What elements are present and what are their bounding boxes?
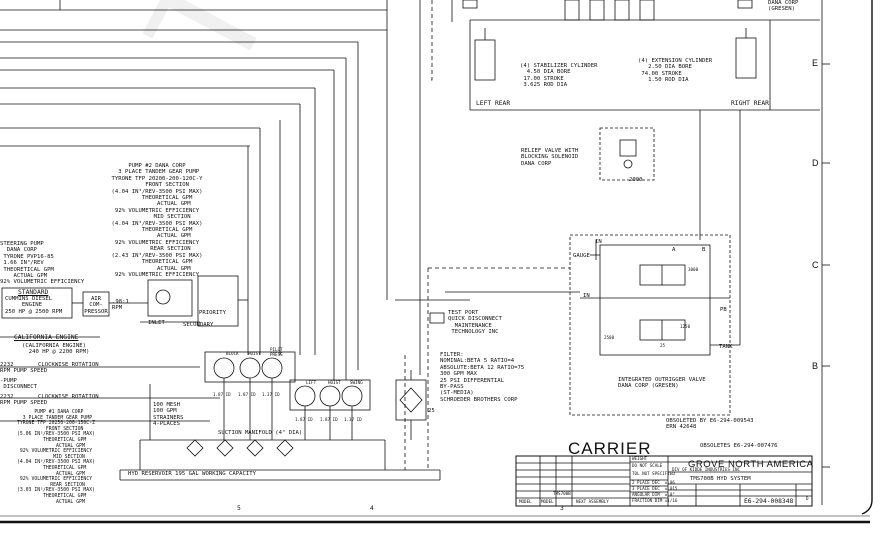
pump2-section-label: BLOCK bbox=[226, 351, 239, 356]
label-inlet: INLET bbox=[148, 320, 165, 326]
title-rev-col: MODEL bbox=[519, 499, 532, 504]
pump1-section-label: LIFT bbox=[306, 380, 317, 385]
label-rpm-pump-speed-1: 2232 RPM PUMP SPEED bbox=[0, 362, 48, 375]
label-right-rear: RIGHT REAR bbox=[731, 100, 769, 107]
border-letter: C bbox=[812, 260, 819, 270]
title-drawing-title: TMS700B HYD SYSTEM bbox=[690, 476, 751, 482]
border-letter: D bbox=[812, 158, 819, 168]
label-valve-pressure-1: 3000 bbox=[688, 267, 699, 272]
label-california-engine: (CALIFORNIA ENGINE) 240 HP @ 2200 RPM) bbox=[22, 343, 90, 356]
label-standard: STANDARD bbox=[18, 289, 49, 296]
border-letter: B bbox=[812, 361, 819, 371]
label-priority: PRIORITY bbox=[199, 310, 226, 316]
label-port-in-2: IN bbox=[583, 293, 590, 299]
label-filter-bypass: 25 bbox=[428, 408, 435, 414]
title-size: D bbox=[806, 496, 809, 501]
label-left-rear: LEFT REAR bbox=[476, 100, 511, 107]
label-air-compressor: AIR COM- PRESSOR bbox=[84, 296, 108, 315]
label-valve-pressure-3: 1250 bbox=[680, 324, 691, 329]
label-relief-pressure: 2000 bbox=[629, 177, 643, 183]
label-port-b: B bbox=[702, 247, 706, 253]
label-hyd-reservoir: HYD RESERVOIR 195 GAL WORKING CAPACITY bbox=[128, 471, 256, 477]
title-company: GROVE NORTH AMERICA bbox=[688, 459, 814, 470]
label-strainers: 100 MESH 100 GPM STRAINERS 4-PLACES bbox=[153, 402, 184, 428]
label-clockwise-rotation-1: CLOCKWISE ROTATION bbox=[38, 362, 99, 368]
label-california-engine-title: CALIFORNIA ENGINE bbox=[14, 334, 79, 341]
label-pump1: PUMP #1 DANA CORP 3 PLACE TANDEM GEAR PU… bbox=[17, 410, 95, 505]
label-rpm-ratio: .98:1 RPM bbox=[112, 299, 129, 312]
label-port-a: A bbox=[672, 247, 676, 253]
label-filter: FILTER: NOMINAL:BETA 5 RATIO=4 ABSOLUTE:… bbox=[440, 352, 525, 403]
border-number: 5 bbox=[237, 505, 241, 512]
label-valve-pressure-4: 25 bbox=[660, 343, 666, 348]
label-dana-corp-top: DANA CORP bbox=[768, 0, 799, 6]
label-stabilizer-cylinder: (4) STABILIZER CYLINDER 4.50 DIA BORE 17… bbox=[520, 63, 598, 89]
label-tank: TANK bbox=[719, 344, 733, 350]
label-steering-pump: STEERING PUMP DANA CORP TYRONE PVP16-85 … bbox=[0, 241, 85, 286]
label-relief-valve: RELIEF VALVE WITH BLOCKING SOLENOID DANA… bbox=[521, 148, 579, 167]
label-test-port: TEST PORT QUICK DISCONNECT MAINTENANCE T… bbox=[448, 310, 502, 336]
label-pump2: PUMP #2 DANA CORP 3 PLACE TANDEM GEAR PU… bbox=[111, 163, 203, 278]
pump2-section-label: HOIST bbox=[248, 351, 261, 356]
label-extension-cylinder: (4) EXTENSION CYLINDER 2.50 DIA BORE 74.… bbox=[638, 58, 713, 84]
title-tol-specified: TOL NOT SPECIFIED bbox=[632, 471, 675, 476]
label-suction-manifold: SUCTION MANIFOLD (4" DIA) bbox=[218, 430, 303, 436]
title-tolerance: 2 PLACE DEC ±.06 bbox=[632, 480, 675, 485]
pump1-section-label: HOIST bbox=[328, 380, 341, 385]
title-drawing-number: E6-294-008348 bbox=[744, 498, 794, 505]
title-rev-model: TMS700B bbox=[553, 491, 571, 496]
label-port-in-1: IN bbox=[595, 239, 602, 245]
label-valve-pressure-2: 2500 bbox=[604, 335, 615, 340]
title-tolerance: FRACTION DIM ±1/16 bbox=[632, 498, 678, 503]
pump2-size-label: 1.87 ID bbox=[238, 392, 256, 397]
pump2-section-label: PILOT PRESS bbox=[270, 347, 283, 357]
border-letter: E bbox=[812, 58, 819, 68]
pump1-size-label: 1.87 ID bbox=[320, 417, 338, 422]
title-rev-col: MODEL bbox=[541, 499, 554, 504]
label-clockwise-rotation-2: CLOCKWISE ROTATION bbox=[38, 394, 99, 400]
title-weight: WEIGHT bbox=[632, 456, 648, 461]
label-gresen-top: (GRESEN) bbox=[768, 6, 795, 12]
label-secondary: SECONDARY bbox=[183, 322, 214, 328]
title-brand: CARRIER bbox=[568, 439, 652, 458]
pump1-section-label: SWING bbox=[350, 380, 363, 385]
label-outrigger-valve: INTEGRATED OUTRIGGER VALVE DANA CORP (GR… bbox=[618, 377, 706, 390]
label-gauge: GAUGE bbox=[573, 253, 590, 259]
label-rpm-pump-speed-2: 2232 RPM PUMP SPEED bbox=[0, 394, 48, 407]
label-cummins-engine: CUMMINS DIESEL ENGINE 250 HP @ 2500 RPM bbox=[5, 296, 63, 315]
label-pump-disconnect: -PUMP DISCONNECT bbox=[0, 378, 38, 391]
label-obsoletes: OBSOLETES E6-294-007476 bbox=[700, 443, 778, 449]
pump1-size-label: 1.37 ID bbox=[344, 417, 362, 422]
title-rev-col: NEXT ASSEMBLY bbox=[576, 499, 609, 504]
pump2-size-label: 1.37 ID bbox=[262, 392, 280, 397]
title-company-sub: DIV OF KIDDE INDUSTRIES INC bbox=[672, 467, 741, 472]
title-no-scale: DO NOT SCALE bbox=[632, 463, 663, 468]
pump1-size-label: 1.87 ID bbox=[295, 417, 313, 422]
title-tolerance: 3 PLACE DEC ±.015 bbox=[632, 486, 678, 491]
border-number: 3 bbox=[560, 505, 564, 512]
pump2-size-label: 1.87 ID bbox=[213, 392, 231, 397]
border-number: 4 bbox=[370, 505, 374, 512]
label-obsoleted-by: OBSOLETED BY E6-294-009543 ERN 42648 bbox=[666, 418, 754, 431]
label-port-pb: PB bbox=[720, 307, 727, 313]
title-tolerance: ANGULAR DIM ± 0° bbox=[632, 492, 675, 497]
